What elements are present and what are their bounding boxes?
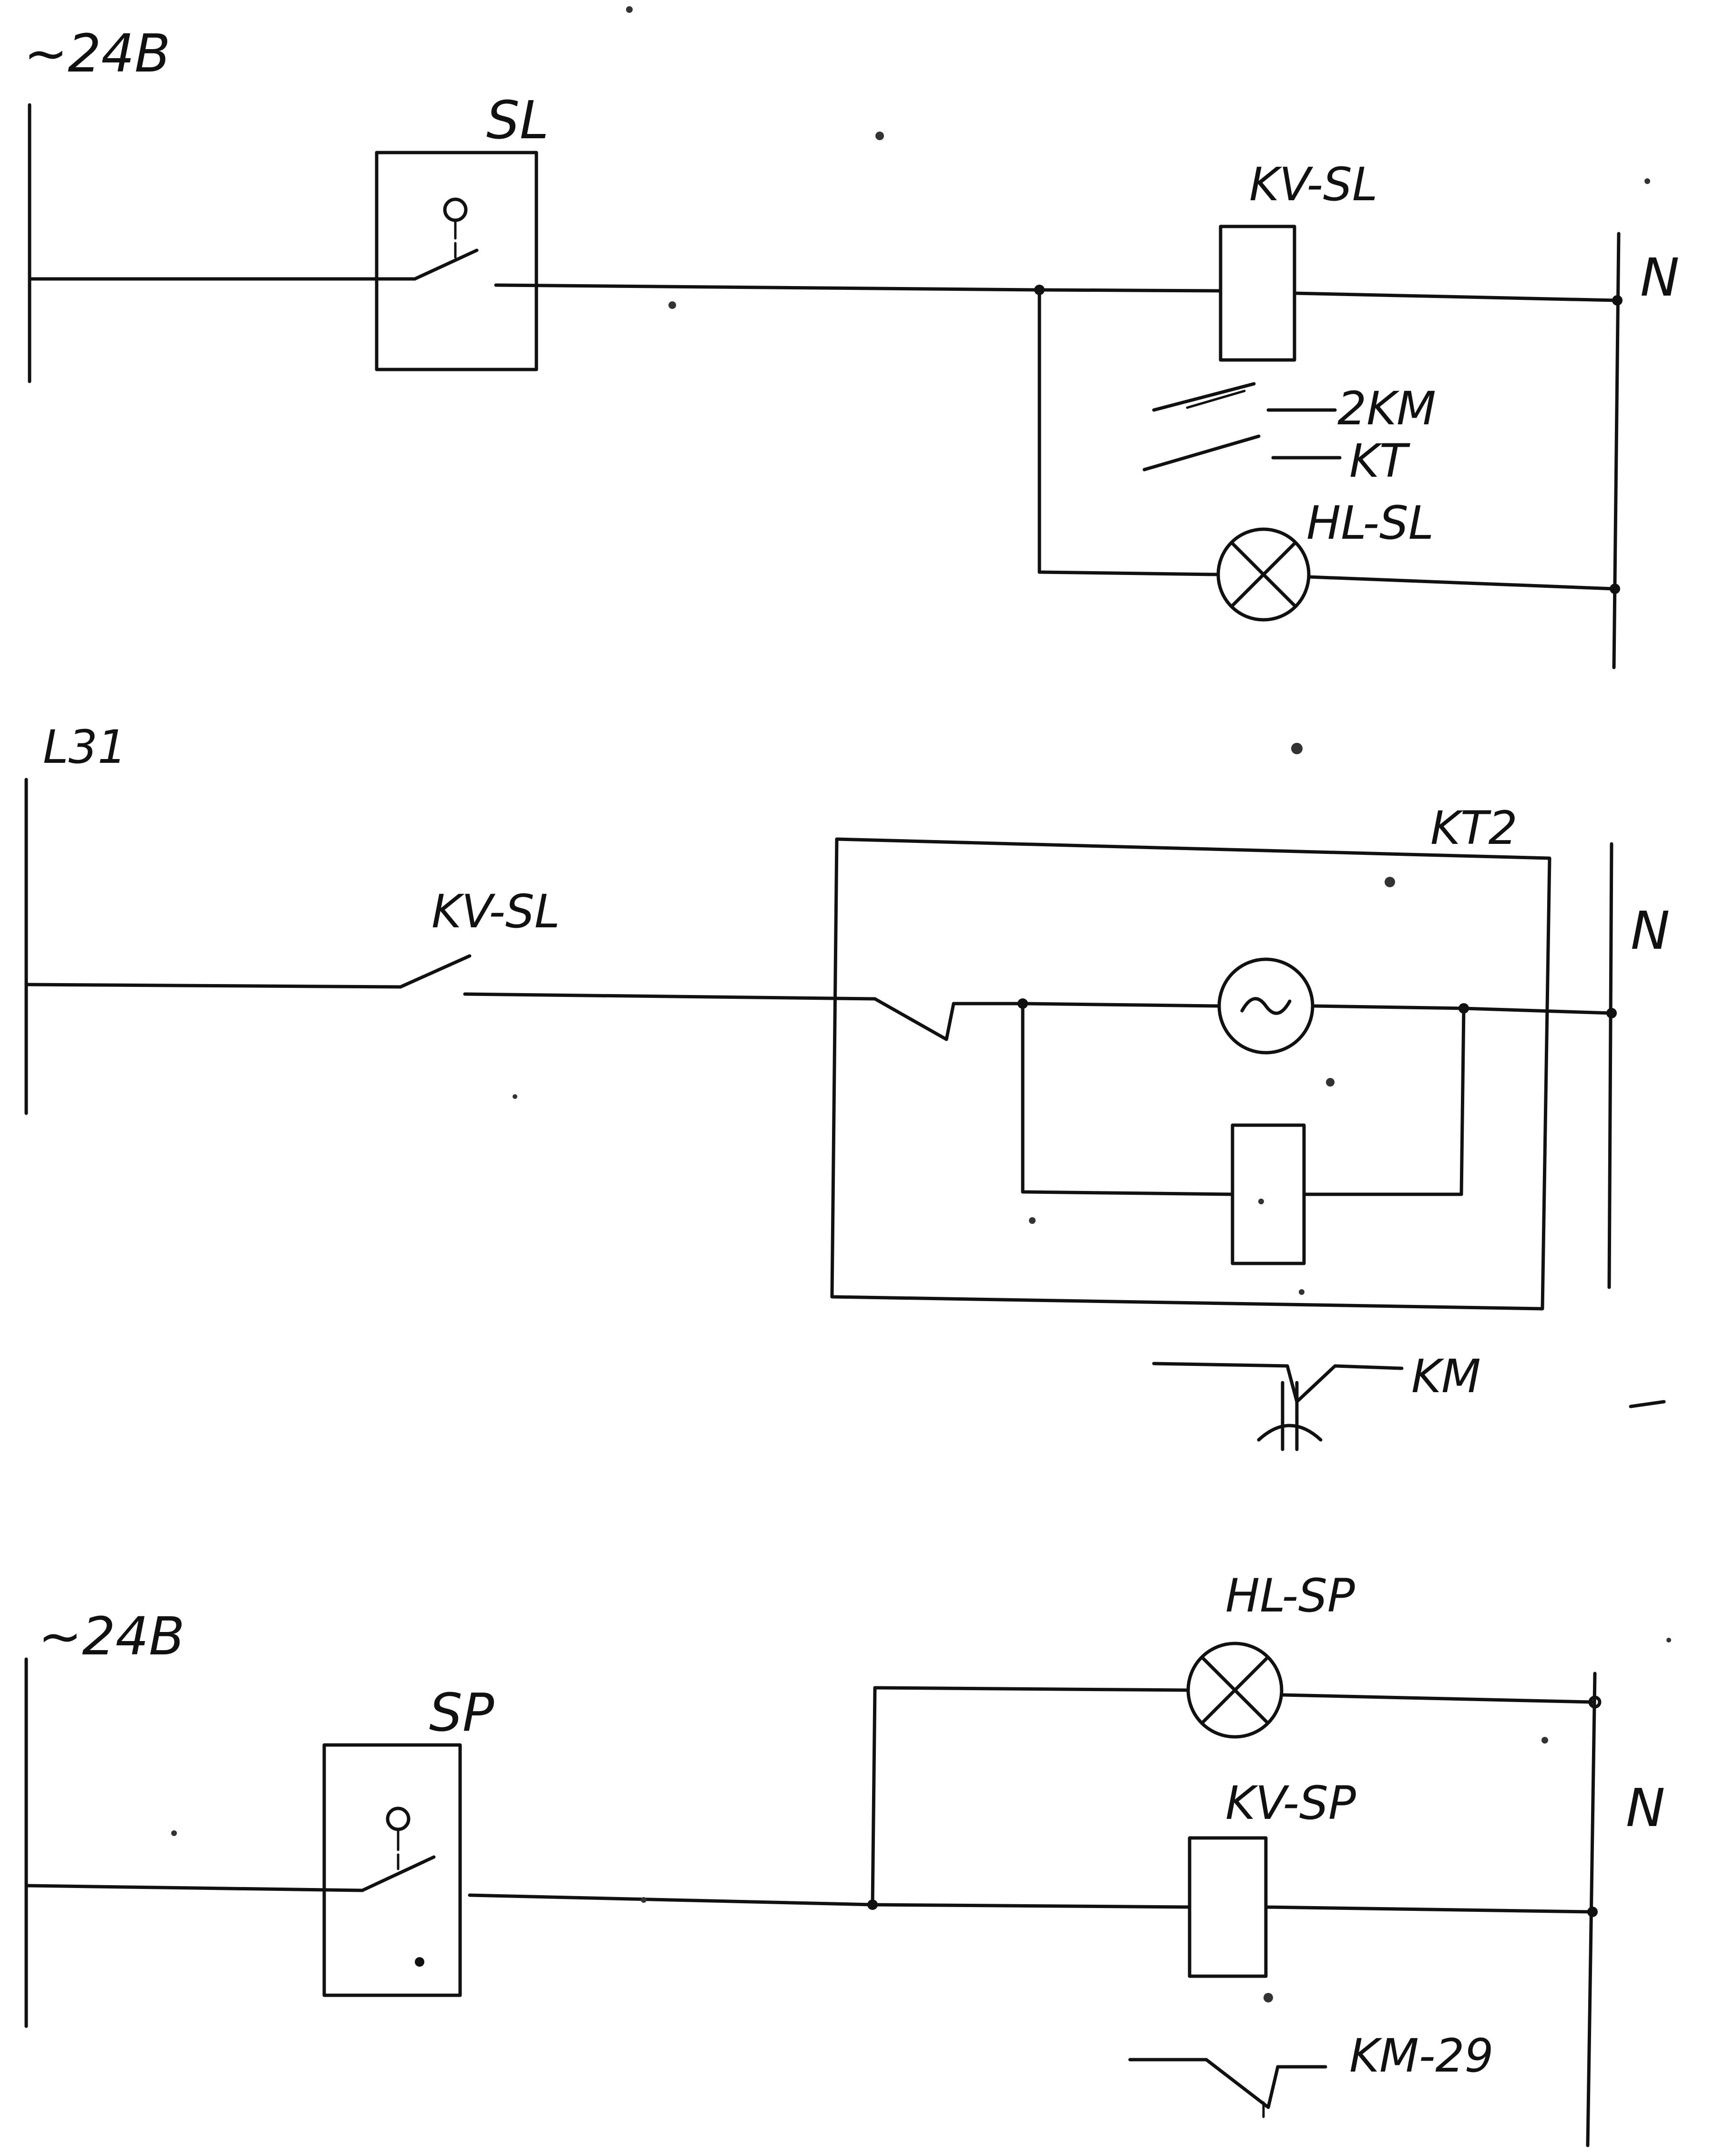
section-3-sp-circuit: ~24В SP HL-SP KV-SP N KM-29 (24, 1569, 1665, 2147)
section-3-wire (1264, 1905, 1594, 1914)
section-2-neutral-node (1606, 1008, 1617, 1018)
section-1-sl-circuit: ~24В SL KV-SL 2KM KT HL-SL (24, 23, 1679, 669)
section-3-lamp-cross (1200, 1655, 1270, 1725)
section-3-wire (871, 1903, 1192, 1909)
section-3-switch-blade (360, 1855, 436, 1892)
section-2-delay-symbol (873, 997, 1025, 1041)
section-1-switch-label: SL (486, 90, 549, 151)
section-2-neutral-label: N (1631, 900, 1670, 961)
section-1-contact-2km (1152, 382, 1256, 412)
section-1-switch-box (375, 151, 538, 371)
section-3-switch-dot (415, 1957, 424, 1967)
section-3-wire (1281, 1693, 1594, 1704)
section-3-neutral-node (1587, 1907, 1598, 1917)
section-1-neutral-node (1610, 584, 1620, 594)
section-3-wire (24, 1884, 364, 1892)
section-1-wire (1293, 291, 1618, 302)
section-2-timer-coil (1231, 1123, 1306, 1265)
section-1-contact-2km-hatch (1186, 390, 1246, 409)
section-1-relay-label: KV-SL (1249, 158, 1377, 211)
section-1-contact-label-kt: KT (1349, 434, 1410, 488)
section-3-switch-label: SP (429, 1682, 494, 1743)
section-2-neutral-rail (1607, 842, 1613, 1289)
section-2-branch-wire (1459, 1006, 1466, 1196)
section-1-wire (1037, 288, 1222, 293)
section-2-wire (24, 983, 402, 989)
section-3-neutral-label: N (1626, 1777, 1665, 1838)
section-3-lamp-icon (1186, 1642, 1284, 1739)
section-1-relay-coil (1219, 225, 1296, 362)
section-3-switch-box (322, 1743, 462, 1997)
section-2-contact-label: KV-SL (431, 885, 560, 938)
section-1-lamp-cross (1230, 541, 1297, 608)
section-3-wire (873, 1686, 1189, 1692)
scan-noise (171, 6, 1671, 2002)
section-2-contact-kv-sl (399, 954, 472, 989)
section-1-neutral-node (1612, 295, 1623, 306)
section-1-wire (1037, 570, 1220, 576)
section-2-contactor-contact (1152, 1362, 1404, 1404)
section-2-wire (463, 992, 877, 1001)
section-3-branch-wire (871, 1686, 877, 1907)
section-2-timer-circuit: L31 KV-SL KT2 N KM (24, 720, 1670, 1451)
section-3-lamp-label: HL-SP (1225, 1569, 1355, 1622)
section-2-supply-label: L31 (43, 720, 127, 774)
section-3-wire (468, 1893, 874, 1907)
section-2-wire (1021, 1002, 1220, 1008)
section-2-actuator-cup (1257, 1424, 1323, 1442)
section-3-relay-label: KV-SP (1225, 1776, 1356, 1830)
section-1-wire (1307, 575, 1616, 591)
section-2-wire (1462, 1006, 1613, 1015)
section-2-wire (1021, 1190, 1234, 1196)
section-1-lamp-label: HL-SL (1306, 496, 1434, 550)
section-3-neutral-node (1588, 1695, 1602, 1709)
section-1-switch-blade (413, 248, 479, 281)
section-1-wire (494, 283, 1041, 292)
section-3-relay-coil (1188, 1836, 1268, 1978)
section-2-timer-label: KT2 (1430, 801, 1518, 855)
section-1-contact-kt (1142, 434, 1261, 472)
section-3-contact-label: KM-29 (1349, 2029, 1494, 2083)
section-2-timer-box (830, 837, 1551, 1311)
section-1-lamp-icon (1216, 527, 1311, 622)
section-1-neutral-rail (1612, 232, 1621, 669)
section-1-neutral-label: N (1640, 247, 1679, 308)
section-1-supply-label: ~24В (24, 23, 171, 84)
section-1-contact-label-2km: 2KM (1337, 382, 1436, 435)
section-2-wire (1312, 1004, 1466, 1010)
section-1-float-icon (443, 197, 468, 222)
section-3-contact-km29 (1128, 2058, 1327, 2109)
section-2-contactor-label: KM (1411, 1350, 1481, 1403)
section-3-sensor-icon (386, 1806, 411, 1831)
section-2-motor-tilde (1240, 997, 1292, 1015)
section-3-supply-label: ~24В (38, 1606, 185, 1667)
section-2-dash-mark (1629, 1400, 1666, 1408)
